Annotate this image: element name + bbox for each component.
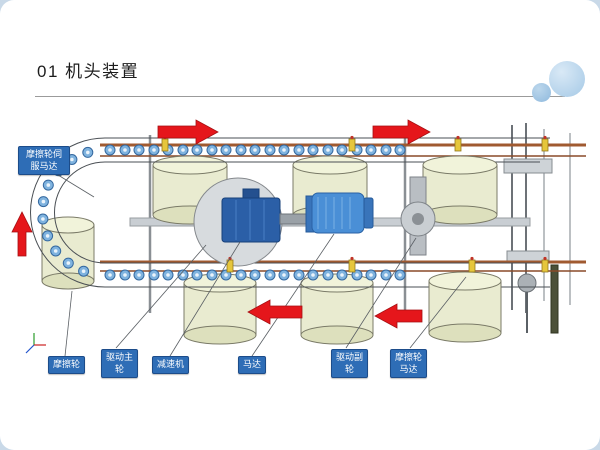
arrow-top-left [157, 119, 219, 145]
label-reducer: 减速机 [152, 356, 190, 374]
drum-left [41, 216, 95, 290]
idler-wheel [517, 273, 537, 293]
drive-unit [193, 176, 436, 267]
machine-head-diagram [11, 119, 586, 357]
arrow-top-right [372, 119, 431, 145]
label-friction-wheel-servo-motor: 摩擦轮伺 服马达 [18, 146, 70, 176]
hanging-bar [550, 264, 559, 334]
drum [300, 273, 374, 345]
label-motor: 马达 [238, 356, 267, 374]
decorative-circle-small [532, 83, 551, 102]
coupling-shaft [279, 213, 307, 225]
drum [183, 273, 257, 345]
drum [428, 271, 502, 343]
right-frame [503, 123, 571, 334]
leader-lines [57, 174, 467, 357]
title-divider [35, 96, 565, 97]
arrow-bottom-right [374, 303, 423, 329]
arrow-left-up [11, 211, 33, 257]
arrow-bottom-mid [247, 299, 303, 325]
drive-sub-wheel [400, 176, 436, 256]
motor-body [311, 192, 365, 234]
page-title: 01 机头装置 [37, 62, 140, 81]
label-drive-sub-wheel: 驱动副 轮 [331, 349, 369, 379]
gearbox [221, 197, 281, 243]
motor-assembly [305, 192, 374, 234]
conveyor-track [30, 137, 410, 288]
origin-axes [25, 333, 46, 354]
label-friction-wheel: 摩擦轮 [48, 356, 86, 374]
drums-top-row [152, 155, 498, 225]
label-drive-main-wheel: 驱动主 轮 [101, 349, 139, 379]
drums-bottom-row [183, 271, 502, 345]
label-friction-wheel-motor: 摩擦轮 马达 [390, 349, 428, 379]
drum [422, 155, 498, 225]
flow-arrows [11, 119, 431, 329]
decorative-circle-large [549, 61, 585, 97]
